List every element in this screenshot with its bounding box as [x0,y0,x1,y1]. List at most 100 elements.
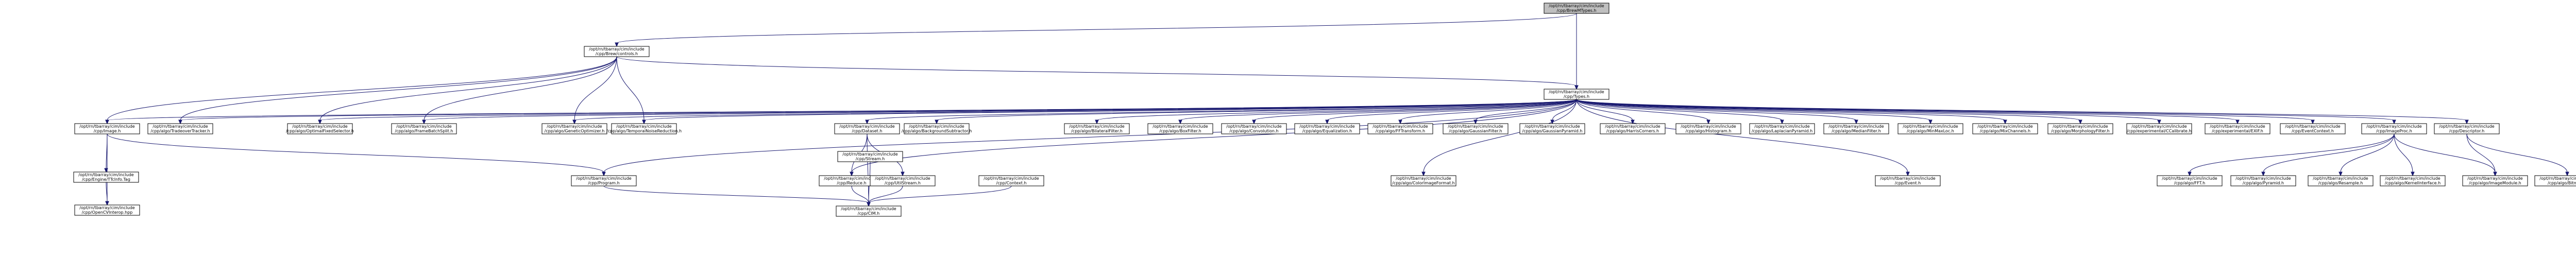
graph-node-n_mixchannels[interactable]: /opt/rn/tbarray/cim/include/cpp/algo/Mix… [1972,123,2038,134]
graph-node-n_boxfilter[interactable]: /opt/rn/tbarray/cim/include/cpp/algo/Box… [1147,123,1213,134]
node-label-line: /opt/rn/tbarray/cim/include [1754,124,1809,129]
edge-line [180,56,617,121]
edge-arrowhead [2565,172,2569,177]
edge-n_types-to-n_morphology [1576,99,2082,125]
graph-node-n_dataset2[interactable]: /opt/rn/tbarray/cim/include/cpp/Stream.h [837,151,903,162]
edge-n_grabber-to-n_grabber2 [105,182,109,206]
graph-node-n_fftransform[interactable]: /opt/rn/tbarray/cim/include/cpp/algo/FFT… [1367,123,1433,134]
graph-node-n_colorconvert[interactable]: /opt/rn/tbarray/cim/include/cpp/algo/Col… [1391,175,1456,186]
node-label-line: /opt/rn/tbarray/cim/include [1299,124,1354,129]
node-box [73,172,139,183]
graph-node-n_dataset[interactable]: /opt/rn/tbarray/cim/include/cpp/Dataset.… [834,123,900,134]
node-box [1064,123,1130,134]
graph-node-n_laplacian[interactable]: /opt/rn/tbarray/cim/include/cpp/algo/Lap… [1749,123,1815,134]
edge-line [867,133,869,203]
graph-node-n_equalization[interactable]: /opt/rn/tbarray/cim/include/cpp/algo/Equ… [1294,123,1360,134]
node-label-line: /opt/rn/tbarray/cim/include [1448,124,1503,129]
edge-line [936,99,1577,121]
graph-node-n_desciptor[interactable]: /opt/rn/tbarray/cim/include/cpp/Descript… [2434,123,2500,134]
graph-node-n_resample[interactable]: /opt/rn/tbarray/cim/include/cpp/algo/Res… [2308,175,2374,186]
graph-node-n_optimizeselector[interactable]: /opt/rn/tbarray/cim/include/cpp/algo/Opt… [286,123,354,134]
node-label-line: /cpp/algo/Convolution.h [1229,129,1278,133]
edge-n_desciptor-to-n_bitmaps [2466,133,2569,177]
graph-node-n_bgsub[interactable]: /opt/rn/tbarray/cim/include/cpp/algo/Bac… [902,123,972,134]
node-label-line: /opt/rn/tbarray/cim/include [824,176,879,181]
node-label-line: /opt/rn/tbarray/cim/include [2385,176,2440,181]
edge-line [2394,133,2413,173]
graph-node-n_bilateral[interactable]: /opt/rn/tbarray/cim/include/cpp/algo/Bil… [1064,123,1130,134]
node-box [2126,123,2192,134]
graph-node-n_pyramid[interactable]: /opt/rn/tbarray/cim/include/cpp/algo/Pyr… [2230,175,2296,186]
node-box [2534,175,2576,186]
graph-node-n_context[interactable]: /opt/rn/tbarray/cim/include/cpp/Context.… [978,175,1044,186]
node-label-line: /opt/rn/tbarray/cim/include [1549,90,1604,94]
graph-node-n_eventcontext[interactable]: /opt/rn/tbarray/cim/include/cpp/EventCon… [2280,123,2346,134]
graph-node-n_minmax[interactable]: /opt/rn/tbarray/cim/include/cpp/algo/Min… [1897,123,1963,134]
graph-node-n_image[interactable]: /opt/rn/tbarray/cim/include/cpp/Image.h [74,123,140,134]
graph-node-n_harriscorners[interactable]: /opt/rn/tbarray/cim/include/cpp/algo/Har… [1600,123,1666,134]
edge-n_types-to-n_boxfilter [1178,99,1577,125]
graph-node-n_program[interactable]: /opt/rn/tbarray/cim/include/cpp/Program.… [571,175,637,186]
graph-node-n_grabber[interactable]: /opt/rn/tbarray/cim/include/cpp/Engine/T… [73,172,139,183]
node-label-line: /cpp/algo/OptimalFixedSelector.h [286,129,354,133]
edge-n_types-to-n_convolution [1252,99,1577,125]
edge-arrowhead [422,119,426,125]
node-label-line: /cpp/algo/HarrisCorners.h [1606,129,1659,133]
graph-node-n_framebatch[interactable]: /opt/rn/tbarray/cim/include/cpp/algo/Fra… [391,123,457,134]
edge-arrowhead [1325,119,1329,125]
node-label-line: /cpp/EventContext.h [2292,129,2334,133]
graph-node-n_histogram[interactable]: /opt/rn/tbarray/cim/include/cpp/algo/His… [1675,123,1741,134]
edge-arrowhead [105,119,109,125]
edge-n_types-to-n_ccalib [1576,99,2161,125]
graph-node-n_temporalnoise[interactable]: /opt/rn/tbarray/cim/include/cpp/algo/Tem… [606,123,682,134]
edge-n_program-to-n_cim [603,185,871,207]
graph-node-n_imageproc[interactable]: /opt/rn/tbarray/cim/include/cpp/ImagePro… [2361,123,2427,134]
graph-node-n_morphology[interactable]: /opt/rn/tbarray/cim/include/cpp/algo/Mor… [2047,123,2113,134]
edge-arrowhead [1095,119,1099,125]
graph-node-n_kernelinterface[interactable]: /opt/rn/tbarray/cim/include/cpp/algo/Ker… [2380,175,2446,186]
graph-node-n_ccalib[interactable]: /opt/rn/tbarray/cim/include/cpp/experime… [2126,123,2192,134]
graph-node-n_fft[interactable]: /opt/rn/tbarray/cim/include/cpp/algo/FFT… [2157,175,2223,186]
node-box [1897,123,1963,134]
graph-node-root: /opt/rn/tbarray/cim/include/cpp/BrewMTyp… [1544,3,1609,14]
graph-node-n_bitmaps[interactable]: /opt/rn/tbarray/cim/include/cpp/algo/Bit… [2534,175,2576,186]
edge-n_types-to-n_bilateral [1095,99,1577,125]
edge-line [106,182,108,202]
node-box [2280,123,2346,134]
graph-node-n_gaussian[interactable]: /opt/rn/tbarray/cim/include/cpp/algo/Gau… [1443,123,1509,134]
edge-arrowhead [1178,119,1182,125]
edge-n_types-to-n_harriscorners [1576,99,1635,125]
node-label-line: /cpp/algo/LaplacianPyramid.h [1752,129,1812,133]
edge-line [643,99,1577,121]
node-label-line: /opt/rn/tbarray/cim/include [2162,176,2217,181]
graph-node-n_event[interactable]: /opt/rn/tbarray/cim/include/cpp/Event.h [1875,175,1941,186]
edge-arrowhead [867,202,871,207]
node-label-line: /opt/rn/tbarray/cim/include [79,124,134,129]
graph-node-n_types[interactable]: /opt/rn/tbarray/cim/include/cpp/Types.h [1544,89,1609,100]
graph-node-n_gaussianpyramid[interactable]: /opt/rn/tbarray/cim/include/cpp/algo/Gau… [1519,123,1585,134]
edge-arrowhead [1574,85,1579,90]
graph-node-n_reduce[interactable]: /opt/rn/tbarray/cim/include/cpp/Reduce.h [819,175,885,186]
node-box [287,123,353,134]
node-label-line: /cpp/algo/MinMaxLoc.h [1907,129,1954,133]
graph-node-n_utilstream[interactable]: /opt/rn/tbarray/cim/include/cpp/UtilStre… [870,175,936,186]
graph-node-n_convolution[interactable]: /opt/rn/tbarray/cim/include/cpp/algo/Con… [1221,123,1287,134]
graph-node-n_geneticoptimizer[interactable]: /opt/rn/tbarray/cim/include/cpp/algo/Gen… [541,123,607,134]
node-label-line: /cpp/algo/MorphologyFilter.h [2051,129,2110,133]
node-label-line: /cpp/algo/Equalization.h [1302,129,1352,133]
graph-node-n_grabber2[interactable]: /opt/rn/tbarray/cim/include/cpp/OpenCVIn… [74,204,140,216]
node-box [1147,123,1213,134]
graph-node-n_imagemodule[interactable]: /opt/rn/tbarray/cim/include/cpp/algo/Ima… [2462,175,2528,186]
edge-n_types-to-n_event [1576,99,1910,177]
graph-node-n_cim[interactable]: /opt/rn/tbarray/cim/include/cpp/CIM.h [836,205,902,217]
graph-node-n_exif[interactable]: /opt/rn/tbarray/cim/include/cpp/experime… [2205,123,2270,134]
node-box [147,123,213,134]
node-label-line: /cpp/Stream.h [856,157,885,161]
graph-node-n_brewcontrol[interactable]: /opt/rn/tbarray/cim/include/cpp/Brew/con… [584,46,650,57]
node-label-line: /cpp/algo/GeneticOptimizer.h [545,129,605,133]
node-label-line: /opt/rn/tbarray/cim/include [2313,176,2368,181]
graph-node-n_median[interactable]: /opt/rn/tbarray/cim/include/cpp/algo/Med… [1823,123,1889,134]
graph-node-n_tradescontrol[interactable]: /opt/rn/tbarray/cim/include/cpp/algo/Tra… [147,123,213,134]
node-label-line: /cpp/algo/Bitmap.h [2548,181,2576,185]
